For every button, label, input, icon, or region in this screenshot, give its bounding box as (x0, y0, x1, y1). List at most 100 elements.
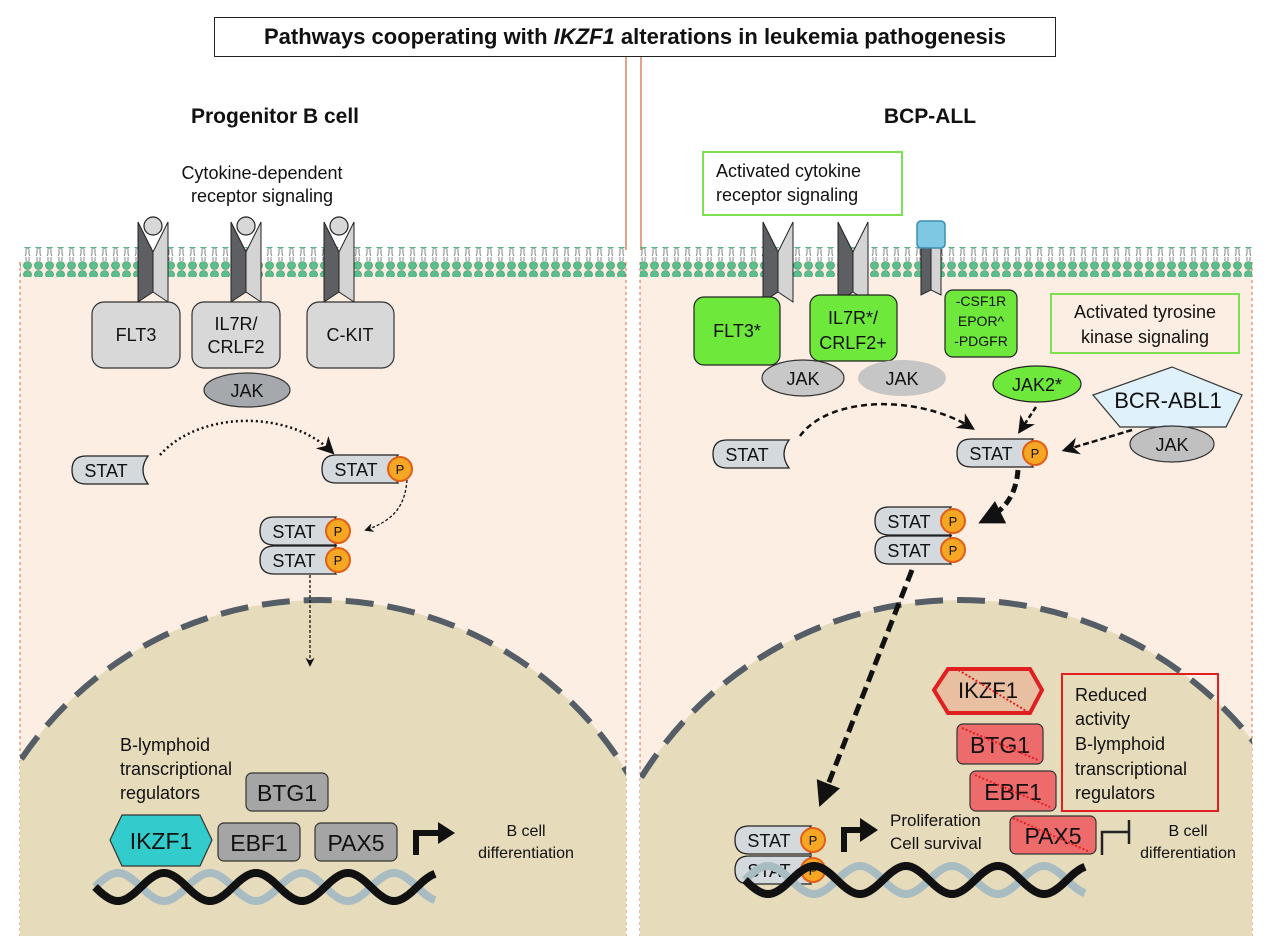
receptor-il7r-crlf2: IL7R/ CRLF2 (191, 301, 281, 369)
stat-label: STAT (84, 461, 127, 481)
proliferation-line1: Proliferation (890, 811, 981, 830)
reduced-line2: activity (1075, 709, 1130, 729)
outcome-line1-right: B cell (1168, 823, 1207, 840)
ebf1-label: EBF1 (230, 830, 288, 856)
regulators-caption-line1: B-lymphoid (120, 735, 210, 755)
dna-helix-right (742, 862, 1087, 898)
receptor-label: CRLF2 (207, 337, 264, 357)
phosphate-icon: P (800, 827, 826, 853)
reduced-line3: B-lymphoid (1075, 734, 1165, 754)
transmembrane-receptor-icon (323, 216, 355, 303)
activation-arrow (159, 419, 335, 456)
receptor-csf1r-epor-pdgfr: -CSF1R EPOR^ -PDGFR (944, 289, 1018, 358)
phosphate-label: P (334, 553, 343, 568)
phosphate-icon: P (1022, 440, 1048, 466)
right-cell-membrane (640, 247, 1252, 277)
jak-bcr-abl1: JAK (1129, 425, 1215, 463)
transmembrane-receptor-icon (762, 221, 794, 303)
jak-label: JAK (1155, 435, 1188, 455)
receptor-label: IL7R*/ (828, 308, 878, 328)
phosphate-icon: P (387, 456, 413, 482)
receptor-label: FLT3 (116, 325, 157, 345)
stat: STAT (712, 439, 791, 469)
phosphate-icon: P (940, 508, 966, 534)
regulators-caption-line3: regulators (120, 783, 200, 803)
phosphate-label: P (1031, 446, 1040, 461)
activated-tk-line1: Activated tyrosine (1074, 302, 1216, 322)
phosphate-label: P (334, 524, 343, 539)
activated-tk-line2: kinase signaling (1081, 327, 1209, 347)
deletion-strike (974, 774, 1051, 808)
title-prefix: Pathways cooperating with (263, 24, 554, 49)
jak-label: JAK (885, 369, 918, 389)
ligand-icon (329, 216, 349, 236)
ikzf1-label: IKZF1 (130, 828, 193, 854)
jak2-mutant: JAK2* (992, 365, 1082, 403)
stat-label: STAT (887, 512, 930, 532)
pax5-right-deleted: PAX5 (1009, 815, 1097, 855)
phosphorylated-stat: STAT P (874, 535, 966, 565)
phosphate-icon: P (940, 537, 966, 563)
jak2-label: JAK2* (1012, 375, 1062, 395)
dna-strand (92, 869, 437, 905)
ligand-icon (236, 216, 256, 236)
receptor-c-kit: C-KIT (306, 301, 395, 369)
ebf1-left: EBF1 (217, 822, 301, 862)
phosphorylated-stat: STAT P (874, 506, 966, 536)
nuclear-translocation-arrow-right (816, 569, 915, 807)
phosphate-label: P (396, 462, 405, 477)
receptor-label: C-KIT (327, 325, 374, 345)
phosphate-label: P (809, 833, 818, 848)
activation-arrow-right (798, 402, 975, 437)
transcription-start-arrow-right (841, 818, 878, 852)
transmembrane-receptor-icon (916, 220, 946, 296)
ebf1-right-deleted: EBF1 (969, 770, 1057, 812)
receptor-label: IL7R/ (214, 314, 257, 334)
ikzf1-right-deleted: IKZF1 (931, 667, 1045, 715)
jak-right-2: JAK (858, 360, 946, 396)
activated-cytokine-box: Activated cytokine receptor signaling (702, 151, 903, 216)
stat-label: STAT (887, 541, 930, 561)
pax5-label: PAX5 (327, 830, 384, 856)
ikzf1-left: IKZF1 (109, 814, 213, 867)
outcome-line2: differentiation (478, 845, 574, 862)
btg1-right-deleted: BTG1 (956, 723, 1044, 765)
receptor-il7r-crlf2-mutant: IL7R*/ CRLF2+ (809, 294, 898, 362)
jak-right-1: JAK (761, 359, 845, 397)
left-heading: Progenitor B cell (191, 105, 359, 128)
ligand-icon (143, 216, 163, 236)
bcr-abl1-label: BCR-ABL1 (1114, 388, 1222, 413)
dna-strand (742, 862, 1087, 898)
reduced-line1: Reduced (1075, 685, 1147, 705)
stat-label: STAT (272, 551, 315, 571)
transmembrane-receptor-icon (137, 216, 169, 303)
dna-strand (92, 869, 437, 905)
phosphorylated-stat: STAT P (259, 545, 351, 575)
btg1-left: BTG1 (245, 772, 329, 812)
inhibition-symbol (1100, 820, 1131, 855)
regulators-caption-line2: transcriptional (120, 759, 232, 779)
reduced-line4: transcriptional (1075, 759, 1187, 779)
activated-cytokine-line2: receptor signaling (716, 185, 858, 205)
receptor-label: CRLF2+ (819, 333, 887, 353)
transmembrane-receptor-icon (230, 216, 262, 303)
title-suffix: alterations in leukemia pathogenesis (614, 24, 1007, 49)
left-signal-caption-line2: receptor signaling (191, 186, 333, 206)
figure-title: Pathways cooperating with IKZF1 alterati… (214, 17, 1056, 57)
receptor-label: FLT3* (713, 321, 761, 341)
left-signal-caption-line1: Cytokine-dependent (181, 163, 342, 183)
activated-tyrosine-kinase-box: Activated tyrosine kinase signaling (1050, 293, 1240, 354)
activated-cytokine-line1: Activated cytokine (716, 161, 861, 181)
pax5-left: PAX5 (314, 822, 398, 862)
reduced-line5: regulators (1075, 783, 1155, 803)
ikzf1-label: IKZF1 (958, 678, 1018, 703)
jak-left: JAK (203, 372, 291, 408)
title-gene: IKZF1 (553, 24, 615, 49)
receptor-flt3-mutant: FLT3* (693, 296, 781, 366)
jak-label: JAK (230, 381, 263, 401)
